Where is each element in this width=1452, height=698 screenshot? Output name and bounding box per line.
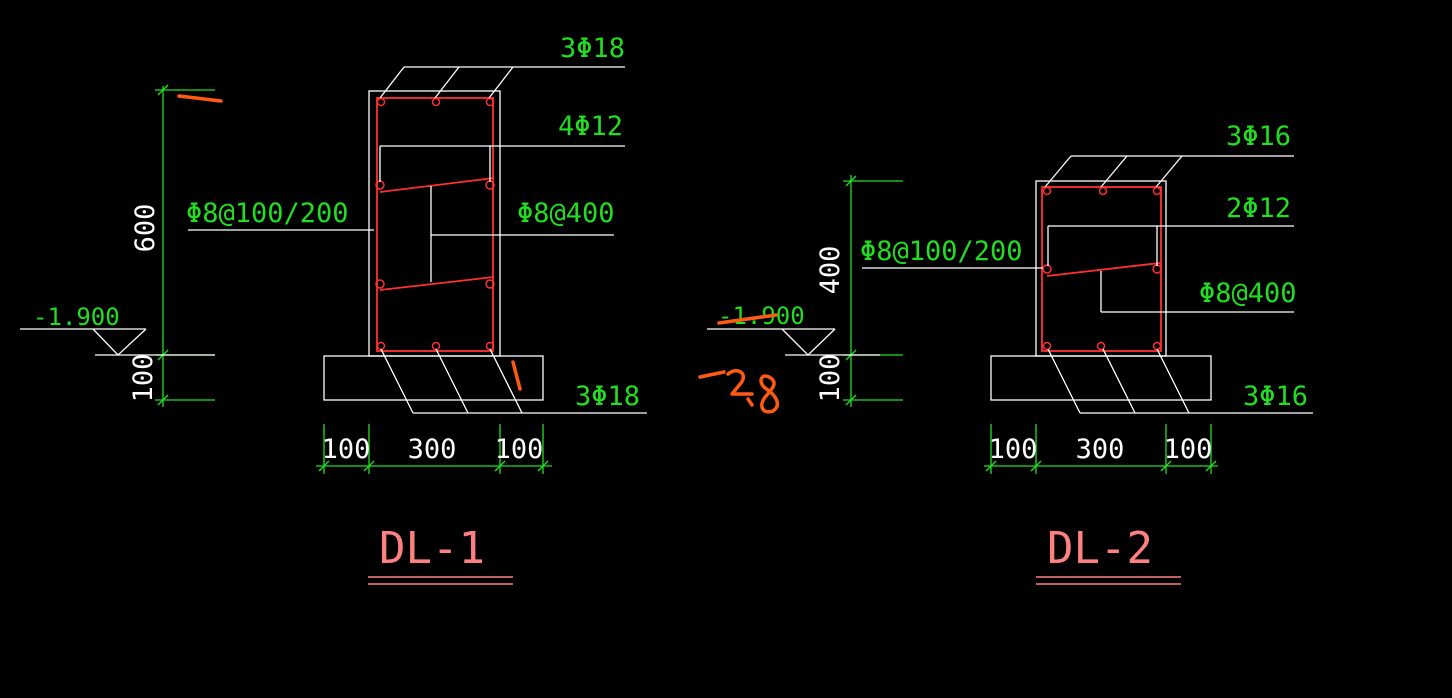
dl1-tie-label: Φ8@400 — [517, 198, 615, 229]
dl2-stirrup-label: Φ8@100/200 — [860, 236, 1023, 267]
dl1-elevation-symbol — [92, 328, 147, 356]
dl1-height-dim: 600 — [130, 204, 161, 253]
dl1-dim-right: 100 — [495, 434, 544, 465]
dl2-leaders — [862, 155, 1313, 414]
section-dl1: 600 100 -1.900 100 300 100 3Φ18 4Φ12 Φ8@… — [20, 33, 647, 585]
dl1-side-bars-label: 4Φ12 — [558, 111, 623, 142]
dl1-rebars — [375, 97, 495, 351]
dl2-tie-label: Φ8@400 — [1199, 278, 1297, 309]
dl1-stirrup-label: Φ8@100/200 — [186, 198, 349, 229]
dl2-bottom-bars-label: 3Φ16 — [1243, 381, 1308, 412]
dl1-elevation-label: -1.900 — [33, 303, 120, 331]
dl2-width-dimension — [984, 424, 1218, 474]
dl2-title: DL-2 — [1047, 523, 1153, 574]
markup-stroke-footing — [511, 360, 522, 391]
dl1-title: DL-1 — [379, 523, 485, 574]
dl1-dim-center: 300 — [408, 434, 457, 465]
hand-markups — [177, 94, 780, 414]
markup-digit-8 — [759, 374, 780, 414]
markup-stroke-top — [177, 94, 223, 103]
dl2-footing-pad — [990, 355, 1212, 401]
dl2-beam-outline — [1035, 180, 1167, 357]
dl1-top-bars-label: 3Φ18 — [560, 33, 625, 64]
dl1-dim-left: 100 — [322, 434, 371, 465]
dl2-side-bars-label: 2Φ12 — [1226, 193, 1291, 224]
dl1-width-dimension — [316, 424, 552, 474]
dl1-footing-pad — [323, 355, 544, 401]
dl1-vertical-dimension — [155, 84, 215, 407]
dl1-tie-upper — [379, 177, 495, 193]
dl2-height-dim: 400 — [815, 246, 846, 295]
dl2-dim-left: 100 — [989, 434, 1038, 465]
markup-strike-elevation — [717, 313, 778, 325]
dl1-bottom-bars-label: 3Φ18 — [575, 381, 640, 412]
dl2-elevation-symbol — [781, 328, 836, 356]
dl2-dim-center: 300 — [1076, 434, 1125, 465]
markup-minus — [698, 370, 726, 379]
dl1-stirrup — [376, 97, 494, 352]
dl1-tie-lower — [379, 276, 495, 291]
markup-digit-2 — [726, 369, 754, 396]
dl2-pad-dim: 100 — [815, 354, 846, 403]
dl2-rebars — [1042, 186, 1162, 351]
dl1-beam-outline — [368, 90, 501, 357]
dl2-tie — [1046, 262, 1161, 277]
dl2-dim-right: 100 — [1164, 434, 1213, 465]
dl1-pad-dim: 100 — [128, 354, 159, 403]
dl1-leaders — [188, 66, 647, 414]
dl2-vertical-dimension — [843, 175, 903, 407]
section-dl2: 400 100 -1.900 100 300 100 3Φ16 2Φ12 Φ8@… — [707, 121, 1313, 585]
markup-decimal-point — [746, 397, 754, 407]
dl2-top-bars-label: 3Φ16 — [1226, 121, 1291, 152]
